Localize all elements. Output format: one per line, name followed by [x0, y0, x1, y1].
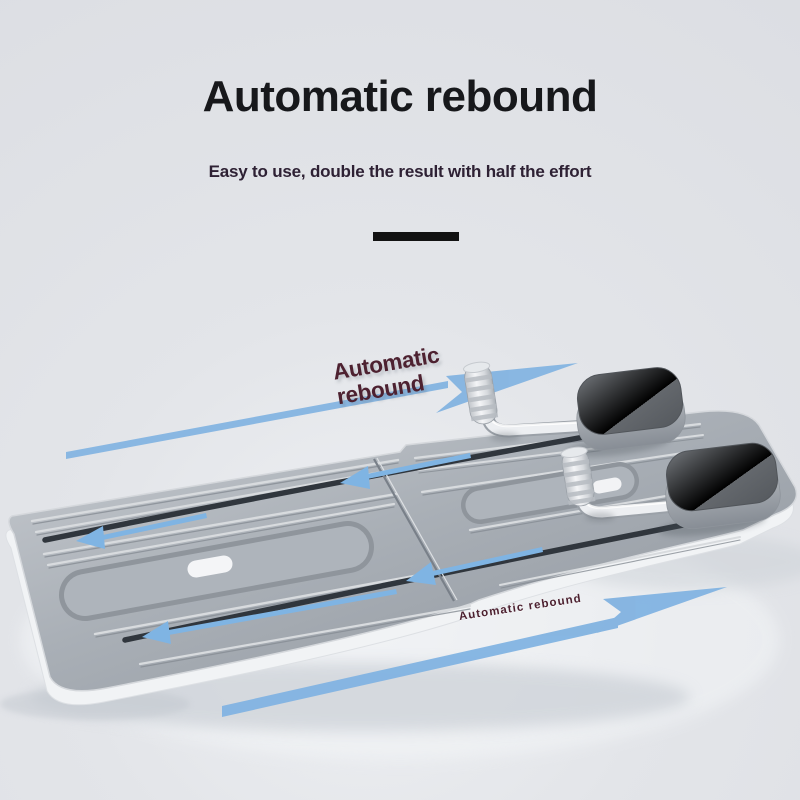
left-recess: [59, 521, 374, 621]
rebound-arrow-bottom: [222, 587, 727, 717]
slide-direction-arrows: [76, 453, 543, 644]
grip-tube-front: [481, 411, 596, 438]
slide-arrow-upper-left: [76, 513, 207, 549]
slide-arrow-lower-left: [142, 589, 397, 644]
grip-shadow-rear: [585, 512, 615, 522]
page-title: Automatic rebound: [202, 72, 598, 121]
slide-arrow-lower-right: [406, 547, 543, 585]
rear-slider: [560, 442, 781, 537]
title-underline-bar: [373, 232, 459, 241]
slide-slot-upper: [42, 423, 648, 543]
exercise-board: [5, 410, 798, 706]
knee-pad-front: [576, 367, 686, 451]
fold-seam: [373, 458, 455, 602]
rebound-arrow-bottom-head: [597, 587, 727, 633]
rebound-arrow-bottom-shaft: [222, 617, 618, 717]
hand-grip-rear: [560, 446, 596, 507]
right-recess: [461, 462, 639, 524]
grip-shadow-front: [490, 432, 520, 442]
slide-arrow-upper-right: [340, 453, 471, 489]
page-subtitle: Easy to use, double the result with half…: [208, 162, 592, 181]
release-button-left: [187, 555, 233, 578]
fold-seam-highlight: [376, 457, 458, 601]
hand-grip-front: [463, 361, 499, 425]
release-button-right: [592, 477, 622, 494]
rebound-arrow-top-shaft: [66, 381, 448, 459]
knee-pad-rear: [665, 442, 781, 530]
front-slider: [463, 361, 686, 457]
